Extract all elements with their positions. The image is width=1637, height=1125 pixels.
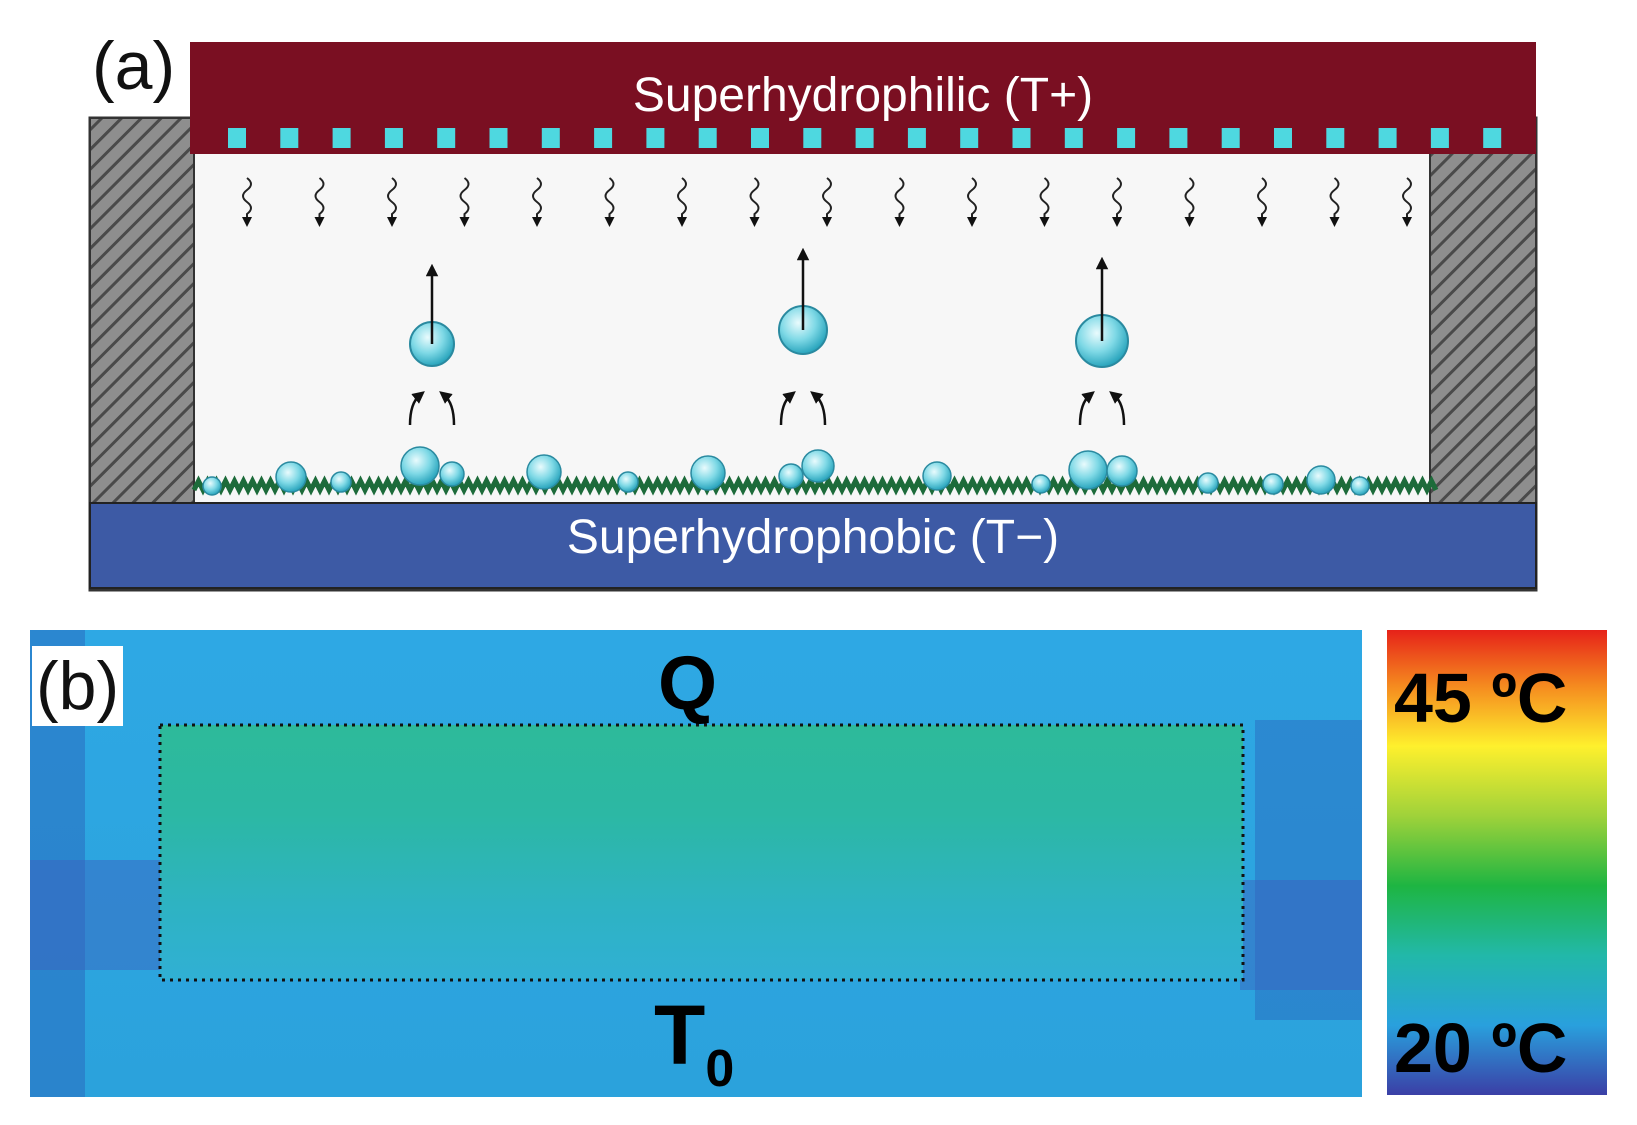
bottom-plate-label: Superhydrophobic (T−)	[566, 511, 1060, 564]
jumping-droplets	[408, 247, 1129, 426]
tooth	[332, 128, 351, 148]
panel-a-label: (a)	[88, 26, 180, 106]
surface-droplet	[1197, 472, 1219, 494]
surface-droplet	[801, 449, 835, 483]
surface-droplet	[400, 446, 440, 486]
colorbar	[1387, 630, 1607, 1095]
surface-droplet	[330, 471, 352, 493]
vapor-arrow	[387, 177, 397, 227]
coalescence-arrow-right	[439, 391, 456, 426]
surface-droplet	[778, 463, 804, 489]
base-temperature-subscript: 0	[705, 1040, 735, 1098]
surface-droplet	[1068, 450, 1108, 490]
thermal-edge-right	[1255, 720, 1362, 1020]
surface-droplet	[1306, 465, 1336, 495]
tooth	[698, 128, 717, 148]
tooth	[803, 128, 822, 148]
tooth	[384, 128, 403, 148]
panel-b	[30, 630, 1607, 1097]
superhydrophobic-surface	[191, 475, 1439, 496]
tooth	[1274, 128, 1292, 148]
thermal-fixture-left	[30, 860, 160, 970]
tooth	[437, 128, 456, 148]
panel-b-label: (b)	[32, 646, 124, 726]
coalescence-arrow-right	[1109, 391, 1126, 426]
surface-droplet	[1031, 474, 1051, 494]
colorbar-min-label: 20 ºC	[1394, 1009, 1568, 1087]
chamber-dashed-outline	[158, 723, 1245, 982]
vapor-arrow	[967, 177, 977, 227]
tooth	[541, 128, 560, 148]
thermal-fixture-right	[1240, 880, 1362, 990]
coalescence-arrow-left	[779, 391, 796, 426]
chamber-region	[160, 725, 1243, 980]
heat-flux-label: Q	[658, 641, 718, 726]
vapor-arrow	[1112, 177, 1122, 227]
base-temperature-label: T0	[654, 990, 734, 1114]
tooth	[228, 128, 246, 148]
tooth	[1012, 128, 1031, 148]
vapor-arrow	[1402, 177, 1412, 227]
base-temperature-symbol: T	[654, 988, 706, 1082]
surface-droplet	[439, 461, 465, 487]
surface-droplet	[526, 454, 562, 490]
vapor-arrow	[532, 177, 542, 227]
tooth	[1483, 128, 1502, 148]
colorbar-max-label: 45 ºC	[1394, 659, 1568, 737]
vapor-arrow	[459, 177, 470, 227]
tooth	[960, 128, 979, 148]
surface-droplet	[202, 476, 222, 496]
tooth	[855, 128, 874, 148]
tooth	[280, 128, 299, 148]
coalescence-arrow-right	[810, 391, 827, 426]
tooth	[1378, 128, 1397, 148]
coalescence-arrow-left	[1078, 391, 1095, 426]
surface-droplet	[922, 461, 952, 491]
vapor-arrow	[604, 177, 615, 227]
tooth	[751, 128, 769, 148]
tooth	[1117, 128, 1136, 148]
vapor-arrow	[242, 177, 252, 227]
vapor-arrow	[749, 177, 760, 227]
surface-droplet	[1262, 473, 1284, 495]
top-plate-label: Superhydrophilic (T+)	[632, 69, 1094, 122]
surface-droplets	[202, 446, 1370, 496]
surface-droplet	[617, 471, 639, 493]
vapor-arrow	[1257, 177, 1267, 227]
vapor-arrows	[242, 177, 1412, 227]
vapor-arrow	[1039, 177, 1050, 227]
tooth	[489, 128, 508, 148]
surface-droplet	[275, 461, 307, 493]
tooth	[1221, 128, 1240, 148]
tooth	[646, 128, 665, 148]
vapor-arrow	[822, 177, 832, 227]
tooth	[1326, 128, 1345, 148]
vapor-arrow	[1329, 177, 1340, 227]
vapor-arrow	[677, 177, 687, 227]
hydrophilic-teeth	[190, 128, 1502, 154]
surface-droplet	[690, 455, 726, 491]
tooth	[907, 128, 926, 148]
vapor-arrow	[1184, 177, 1195, 227]
tooth	[1430, 128, 1449, 148]
vapor-arrow	[314, 177, 325, 227]
coalescence-arrow-left	[408, 391, 425, 426]
tooth	[1169, 128, 1188, 148]
tooth	[1064, 128, 1083, 148]
tooth	[594, 128, 613, 148]
bottom-plate	[89, 502, 1537, 589]
surface-droplet	[1106, 455, 1138, 487]
panel-a	[88, 42, 1538, 592]
surface-droplet	[1350, 476, 1370, 496]
vapor-arrow	[894, 177, 905, 227]
